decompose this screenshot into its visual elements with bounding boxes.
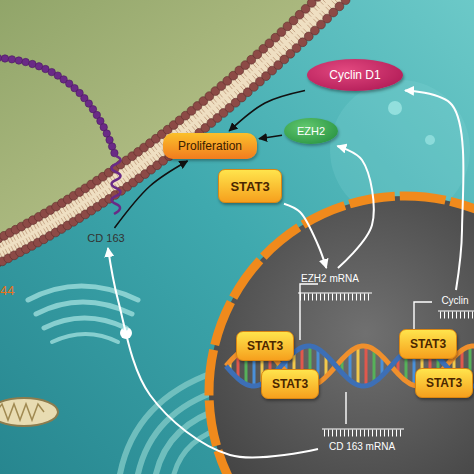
mrna-comb xyxy=(324,430,402,437)
er-membrane xyxy=(28,286,138,300)
mrna-comb xyxy=(440,312,474,319)
cd163-receptor xyxy=(112,156,121,214)
ligand-bead xyxy=(29,60,36,67)
partial-label: 44 xyxy=(0,283,14,298)
er-membrane xyxy=(36,302,132,314)
transcription-start xyxy=(300,284,318,340)
mrna-line xyxy=(438,310,474,311)
ligand-bead xyxy=(22,58,29,65)
nucleus xyxy=(209,196,474,474)
lipid-head xyxy=(307,0,316,7)
protein-box: STAT3 xyxy=(236,331,294,361)
lipid-tail xyxy=(321,0,326,3)
protein-box: STAT3 xyxy=(415,368,473,398)
protein-box: STAT3 xyxy=(399,329,457,359)
endoplasmic-reticulum xyxy=(28,286,138,342)
node-text: STAT3 xyxy=(410,337,446,351)
arrow-connector xyxy=(259,135,282,138)
mrna-strands xyxy=(298,284,474,433)
node-text: Cyclin D1 xyxy=(329,68,380,82)
lipid-head xyxy=(341,0,350,5)
arrow-connector xyxy=(405,90,463,290)
arrow-connector xyxy=(284,204,326,268)
receptor-label: CD 163 xyxy=(76,230,136,246)
base-pair xyxy=(373,349,376,382)
node-text: Proliferation xyxy=(178,139,242,153)
ligand-bead xyxy=(15,57,22,64)
base-pair xyxy=(349,352,352,381)
mitochondrion xyxy=(0,398,58,426)
mrna-comb xyxy=(300,294,370,301)
base-pair xyxy=(365,346,368,386)
node-text: EZH2 xyxy=(297,125,325,137)
protein-box: STAT3 xyxy=(218,169,282,203)
membrane-core xyxy=(0,0,350,260)
process-box: Proliferation xyxy=(163,133,257,159)
base-pair xyxy=(357,347,360,385)
protein-ellipse: EZH2 xyxy=(284,118,338,144)
ligand-bead xyxy=(108,143,115,150)
transcription-start xyxy=(414,302,432,332)
vesicle xyxy=(388,101,402,115)
er-membrane xyxy=(52,334,118,342)
protein-ellipse: Cyclin D1 xyxy=(307,59,403,91)
arrow-connector xyxy=(337,146,373,268)
arrow-connector xyxy=(114,161,187,228)
bead-guide xyxy=(0,58,116,158)
ligand-bead xyxy=(8,56,15,63)
mrna-label: CD 163 mRNA xyxy=(320,438,404,454)
node-text: STAT3 xyxy=(426,376,462,390)
mrna-label: EZH2 mRNA xyxy=(295,270,365,286)
extracellular-space xyxy=(0,0,350,260)
node-text: STAT3 xyxy=(272,377,308,391)
transcription-start xyxy=(345,392,346,424)
protein-box: STAT3 xyxy=(261,369,319,399)
ligand-bead xyxy=(1,55,8,62)
node-text: Cyclin xyxy=(441,295,468,306)
arrow-connector xyxy=(108,248,318,457)
node-text: STAT3 xyxy=(247,339,283,353)
node-text: CD 163 xyxy=(87,232,124,244)
er-membrane xyxy=(44,318,126,328)
lipid-head xyxy=(313,0,322,1)
node-text: EZH2 mRNA xyxy=(301,273,359,284)
node-text: STAT3 xyxy=(230,179,269,194)
mrna-line xyxy=(322,428,404,429)
mrna-line xyxy=(298,292,372,293)
ligand-chain xyxy=(0,54,118,156)
mitochondrion-outer xyxy=(0,398,58,426)
node-text: CD 163 mRNA xyxy=(329,441,395,452)
vesicle xyxy=(425,135,435,145)
mrna-label: Cyclin xyxy=(436,292,474,308)
cristae xyxy=(0,404,44,420)
